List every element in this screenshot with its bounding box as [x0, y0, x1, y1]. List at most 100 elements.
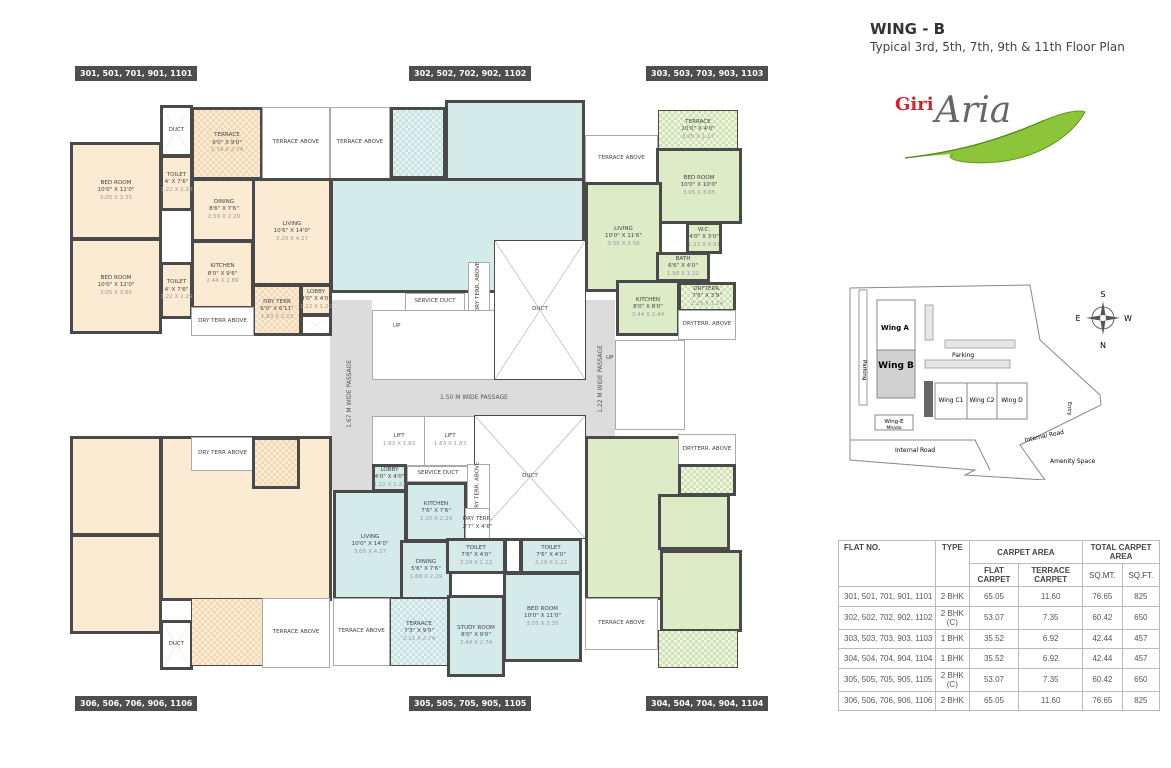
staircase: UP [372, 310, 496, 380]
room-terrace-above: TERRACE ABOVE [330, 107, 390, 179]
room-label: BED ROOM [100, 274, 132, 281]
room-terrace-above: TERRACE ABOVE [262, 107, 330, 179]
header-total: TOTAL CARPET AREA [1082, 540, 1160, 564]
room-label: LIVING [360, 533, 380, 540]
room-bedroom [660, 550, 742, 632]
room-label: DUCT [168, 127, 185, 134]
room-duct: DUCT [494, 240, 586, 380]
room-dimension: 9'0" X 9'0" [212, 139, 242, 146]
room-dimension: 1.22 X 1.22 [299, 303, 333, 310]
room-label: STUDY ROOM [457, 624, 495, 631]
room-dimension: 4'0" X 4'0" [374, 474, 405, 481]
room-dimension: 1.83 X 1.83 [433, 441, 467, 447]
room-label: LIFT [393, 433, 405, 440]
room-label: TERRACE [685, 118, 711, 125]
room-label: TERRACE ABOVE [598, 620, 645, 627]
passage-left [330, 300, 372, 490]
page-title: WING - B [870, 20, 946, 38]
site-label: Wing B [878, 361, 914, 371]
room-label: DUCT [168, 641, 185, 648]
table-cell: 35.52 [968, 648, 1020, 669]
room-dimension: 1.83 X 2.23 [260, 313, 294, 320]
room-dimension: 3.05 X 3.66 [99, 289, 133, 296]
table-cell: 825 [1121, 690, 1161, 711]
room-label: TERRACE ABOVE [598, 155, 645, 162]
table-cell: 306, 506, 706, 906, 1106 [838, 690, 936, 711]
table-cell: 6.92 [1018, 628, 1084, 649]
room-label: TERRACE ABOVE [336, 139, 384, 146]
room-dry-terr-above: DRY TERR ABOVE [191, 437, 254, 471]
svg-text:Giri: Giri [895, 94, 934, 115]
room-dimension: 2'7" X 4'6" [462, 524, 493, 530]
room-label: DRYTERR. ABOVE [682, 446, 732, 453]
room-label: SERVICE DUCT [417, 470, 459, 477]
passage-label: 1.22 M WIDE PASSAGE [597, 345, 604, 413]
room-dimension: 2.44 X 2.44 [631, 311, 665, 318]
room-label: LOBBY [380, 466, 399, 473]
table-cell: 11.60 [1018, 690, 1084, 711]
table-cell: 650 [1121, 605, 1161, 630]
room-dimension: 8'0" X 8'0" [633, 304, 663, 311]
room-dimension: 4' X 7'6" [164, 179, 189, 186]
header-flat-carpet: FLAT CARPET [968, 563, 1020, 587]
room-dimension: 7'6" X 4'0" [536, 552, 566, 559]
table-cell: 825 [1121, 586, 1161, 607]
header-sqmt: SQ.MT. [1082, 563, 1123, 587]
svg-text:S: S [1100, 290, 1105, 299]
room-toilet [658, 494, 730, 550]
room-dimension: 10'0" X 14'0" [351, 541, 389, 548]
flat-tag-306: 306, 506, 706, 906, 1106 [75, 696, 198, 711]
room-dimension: 10'0" X 4'0" [681, 126, 715, 133]
room-dimension: 3.20 X 4.27 [275, 235, 309, 242]
room-label: DRYTERR. ABOVE [682, 321, 732, 328]
room-dimension: 10'0" X 12'0" [97, 282, 135, 289]
site-label: Wing-E [884, 419, 904, 425]
room-service-duct: SERVICE DUCT [407, 466, 469, 482]
room-label: TOILET [166, 279, 187, 286]
room-dimension: 2.44 X 2.89 [206, 278, 239, 285]
room-dimension: 1.22 X 0.91 [687, 241, 721, 248]
room-dimension: 1.83 X 1.83 [382, 441, 416, 447]
staircase: UP [606, 340, 685, 430]
flat-tag-305: 305, 505, 705, 905, 1105 [409, 696, 532, 711]
svg-text:Wing B: Wing B [878, 361, 914, 371]
room-dryterr-above: DRYTERR. ABOVE [678, 434, 736, 466]
site-label: Wing D [1001, 397, 1023, 404]
svg-text:Wing A: Wing A [881, 324, 910, 332]
room-label: KITCHEN [635, 296, 661, 303]
site-label: Wing A [881, 324, 910, 332]
table-cell: 2 BHK [935, 690, 970, 711]
room-label: SERVICE DUCT [414, 298, 456, 305]
stair-up-label: UP [393, 323, 401, 329]
site-label: Wing C1 [939, 397, 964, 404]
room-duct: DUCT [474, 415, 586, 539]
table-cell: 301, 501, 701, 901, 1101 [838, 586, 936, 607]
header-terrace-carpet: TERRACE CARPET [1018, 563, 1084, 587]
room-dimension: 1.98 X 1.22 [666, 270, 700, 277]
site-label: Mhada [886, 425, 901, 431]
room-dimension: 1.22 X 2.28 [160, 186, 193, 193]
room-label: DRY TERR. ABOVE [474, 461, 481, 513]
room-label: LIVING [282, 220, 302, 227]
table-cell: 53.07 [968, 605, 1020, 630]
room-label: DRY TERR ABOVE [198, 317, 247, 324]
room-dimension: 2.29 X 1.14 [690, 300, 724, 307]
table-cell: 457 [1121, 628, 1161, 649]
